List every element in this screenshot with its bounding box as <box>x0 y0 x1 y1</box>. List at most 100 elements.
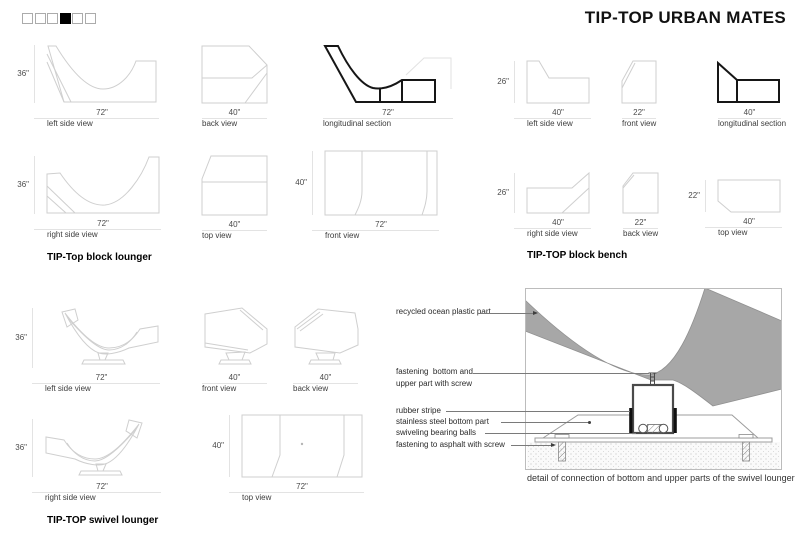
swivel-left-side-view: 36" 72" left side view <box>15 308 160 393</box>
detail-frame <box>525 288 782 470</box>
bench-longitudinal-section: 40" longitudinal section <box>717 60 786 128</box>
anchor-flange-left <box>554 434 570 439</box>
dimension-height: 26" <box>497 188 509 197</box>
bench-front-drawing <box>621 60 657 104</box>
swivel-group-label: TIP-TOP swivel lounger <box>47 515 159 526</box>
dimension-height: 40" <box>212 441 224 450</box>
asphalt-texture <box>527 442 780 469</box>
dimension-height: 40" <box>295 178 307 187</box>
swivel-right-side-drawing <box>45 419 143 476</box>
annotation-fastening-screw-line2: upper part with screw <box>396 379 473 388</box>
leader-arrow <box>551 443 556 447</box>
bench-front-view: 22" front view <box>621 60 657 128</box>
view-label: top view <box>242 493 272 502</box>
dimension-width: 40" <box>743 217 755 226</box>
page-square-1 <box>22 13 33 24</box>
dimension-width: 40" <box>228 108 241 117</box>
lounger-back-view: 40" back view <box>201 45 268 128</box>
view-label: front view <box>202 384 237 393</box>
annotation-steel-bottom: stainless steel bottom part <box>396 417 489 426</box>
dimension-line-horizontal <box>623 228 658 229</box>
dimension-line-horizontal <box>202 118 267 119</box>
dimension-height: 26" <box>497 77 509 86</box>
dimension-line-horizontal <box>293 383 358 384</box>
bench-left-side-drawing <box>526 60 590 104</box>
swivel-front-drawing <box>204 307 268 365</box>
dimension-line-horizontal <box>705 227 782 228</box>
dimension-line-horizontal <box>514 118 591 119</box>
lounger-right-side-drawing <box>46 156 160 214</box>
bench-top-drawing <box>717 179 781 213</box>
dimension-width: 40" <box>552 108 564 117</box>
lounger-longitudinal-drawing <box>323 45 452 103</box>
page-title: TIP-TOP URBAN MATES <box>584 8 786 27</box>
bench-back-view: 22" back view <box>622 172 659 238</box>
bench-right-side-drawing <box>526 171 590 214</box>
view-label: right side view <box>45 493 96 502</box>
rubber-stripe-right <box>673 408 677 433</box>
page-square-5 <box>72 13 83 24</box>
bearing-ball-left <box>638 423 648 434</box>
view-label: right side view <box>47 230 98 239</box>
view-label: back view <box>202 119 238 128</box>
lounger-top-view: 40" top view <box>201 155 268 240</box>
bearing-ball-right <box>658 423 669 434</box>
dimension-width: 22" <box>634 218 647 227</box>
lounger-front-drawing <box>324 150 438 216</box>
view-label: top view <box>718 228 748 237</box>
dimension-line-vertical <box>514 61 515 103</box>
dimension-width: 72" <box>375 220 387 229</box>
detail-caption: detail of connection of bottom and upper… <box>527 473 795 483</box>
lounger-front-view: 40" 72" front view <box>295 150 439 240</box>
dimension-line-horizontal <box>229 492 364 493</box>
dimension-height: 36" <box>17 180 29 189</box>
leader-arrow <box>533 311 538 315</box>
lounger-top-drawing <box>201 155 268 216</box>
dimension-width: 72" <box>296 482 308 491</box>
asphalt-screw-right <box>742 441 750 462</box>
view-label: back view <box>623 229 659 238</box>
dimension-line-vertical <box>312 151 313 215</box>
leader-line <box>473 373 649 374</box>
bench-back-drawing <box>622 172 659 214</box>
leader-dot <box>588 421 591 424</box>
view-label: left side view <box>45 384 91 393</box>
dimension-width: 40" <box>743 108 756 117</box>
dimension-height: 22" <box>688 191 700 200</box>
swivel-top-view: 40" 72" top view <box>212 414 364 502</box>
dimension-height: 36" <box>15 333 27 342</box>
lounger-back-drawing <box>201 45 268 104</box>
dimension-width: 40" <box>228 373 241 382</box>
view-label: longitudinal section <box>718 119 787 128</box>
dimension-width: 72" <box>95 373 108 382</box>
dimension-line-vertical <box>32 419 33 477</box>
dimension-width: 72" <box>96 482 108 491</box>
swivel-center-point <box>300 442 304 446</box>
annotation-bearing-balls: swiveling bearing balls <box>396 428 477 437</box>
dimension-width: 72" <box>382 108 394 117</box>
view-label: front view <box>622 119 657 128</box>
leader-line <box>485 433 636 434</box>
view-label: left side view <box>47 119 93 128</box>
connection-screw <box>648 372 657 385</box>
dimension-width: 40" <box>552 218 564 227</box>
plastic-upper-part <box>525 288 782 407</box>
lounger-left-side-drawing <box>46 45 157 103</box>
page-square-6 <box>84 13 96 24</box>
view-label: longitudinal section <box>323 119 392 128</box>
dimension-line-horizontal <box>514 228 591 229</box>
page-indicator <box>22 13 96 24</box>
lounger-right-side-view: 36" 72" right side view <box>17 156 161 239</box>
base-plate <box>534 437 773 443</box>
connection-detail-drawing <box>525 288 782 470</box>
view-label: top view <box>202 231 232 240</box>
swivel-left-side-drawing <box>61 308 159 365</box>
dimension-width: 72" <box>96 108 108 117</box>
bench-left-side-view: 26" 40" left side view <box>497 60 591 128</box>
annotation-asphalt-screw: fastening to asphalt with screw <box>396 440 505 449</box>
leader-line <box>501 422 589 423</box>
dimension-line-horizontal <box>32 383 160 384</box>
dimension-line-vertical <box>229 415 230 477</box>
view-label: right side view <box>527 229 578 238</box>
lounger-left-side-view: 36" 72" left side view <box>17 45 159 128</box>
